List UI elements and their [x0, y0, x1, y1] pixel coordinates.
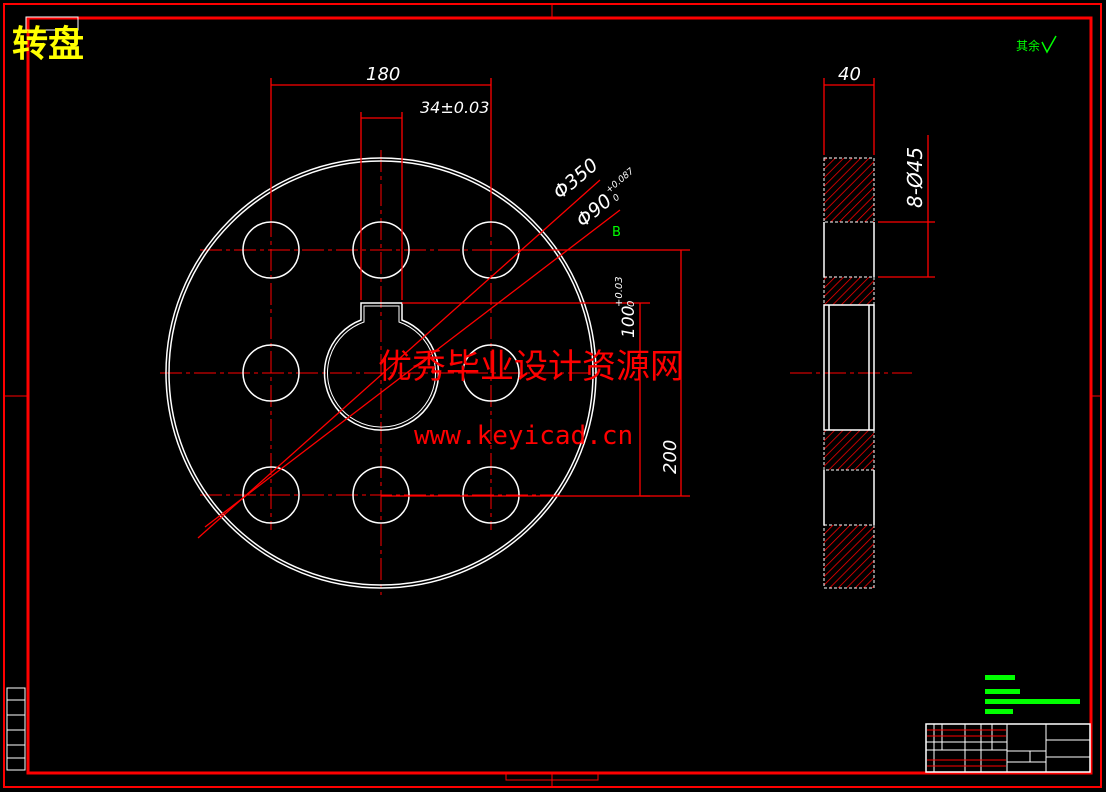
technical-notes — [985, 675, 1080, 714]
keyway-tol-upper: +0.03 — [614, 276, 625, 307]
roughness-note: 其余 — [1016, 38, 1040, 53]
dim-bore-diameter: Φ90 — [572, 190, 616, 232]
dim-180: 180 — [366, 64, 400, 85]
dim-200: 200 — [660, 440, 681, 474]
keyway-tol-lower: 0 — [626, 301, 637, 307]
bottom-scale-bar — [505, 773, 599, 781]
side-strip — [6, 687, 26, 771]
title-block — [925, 723, 1091, 773]
side-view — [823, 157, 875, 589]
datum-label: B — [612, 225, 621, 240]
bore-tol-upper: +0.087 — [604, 166, 636, 195]
outer-frame — [3, 3, 1102, 788]
drawing-title: 转盘 — [12, 23, 84, 65]
dim-holes: 8-Ø45 — [903, 147, 927, 208]
dim-keyway-depth: 100 — [619, 306, 639, 338]
dimension-lines — [197, 78, 935, 539]
centerlines — [160, 150, 912, 595]
watermark-line2: www.keyicad.cn — [414, 421, 633, 451]
inner-frame — [26, 16, 1093, 775]
dim-thickness: 40 — [838, 64, 861, 85]
watermark-line1: 优秀毕业设计资源网 — [378, 347, 684, 387]
roughness-symbol-icon — [1041, 35, 1057, 54]
dim-keyway-width: 34±0.03 — [420, 98, 489, 117]
bore-tol-lower: 0 — [611, 193, 622, 205]
code-box — [25, 16, 79, 31]
